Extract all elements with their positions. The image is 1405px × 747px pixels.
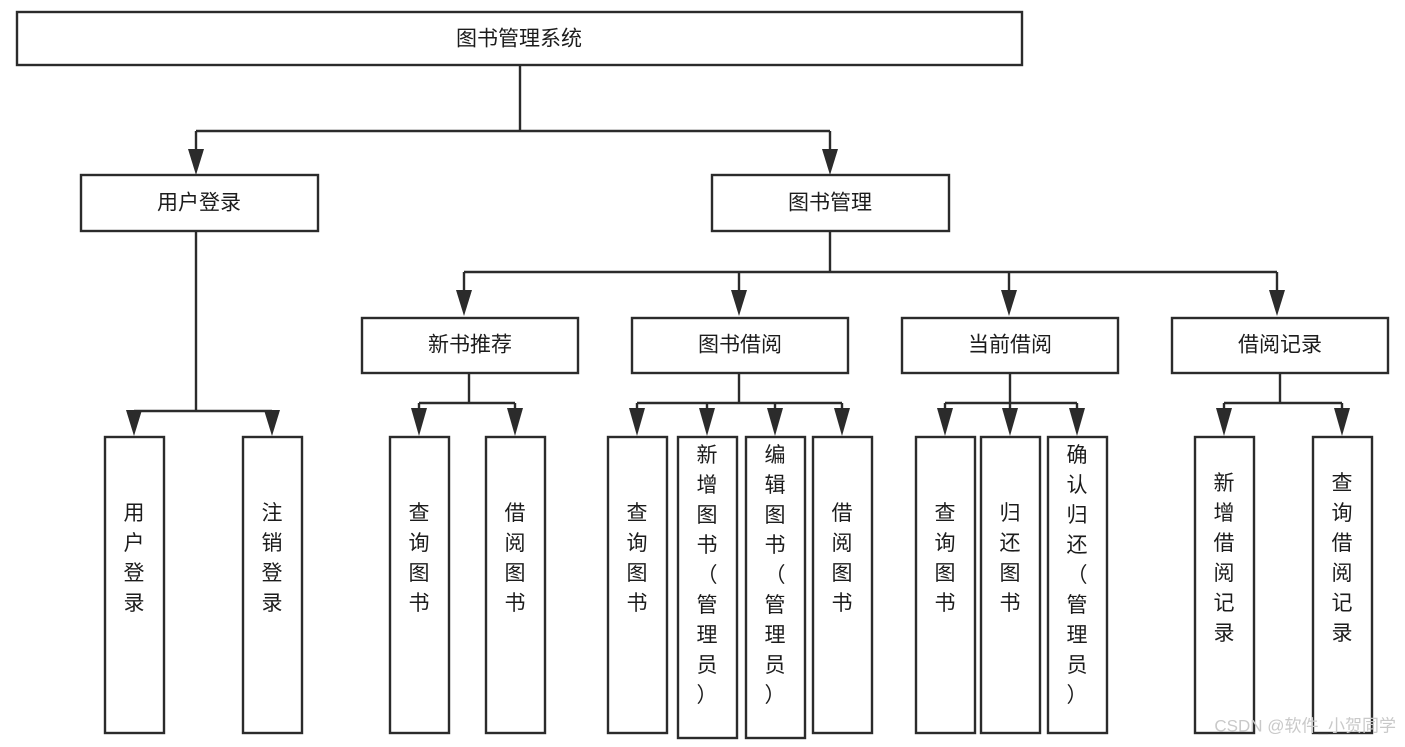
- arrow-to-leaf-query-book-1: [411, 408, 427, 436]
- arrow-to-leaf-query-book-2: [629, 408, 645, 436]
- node-leaf-query-book-3-label: 查询图书: [935, 502, 956, 615]
- arrow-to-new-book-recommend: [456, 290, 472, 316]
- node-leaf-user-logout-label: 注销登录: [262, 502, 283, 615]
- node-book-borrow[interactable]: 图书借阅: [630, 316, 850, 375]
- node-new-book-recommend[interactable]: 新书推荐: [360, 316, 580, 375]
- arrow-to-leaf-borrow-book-1: [507, 408, 523, 436]
- node-leaf-user-logout[interactable]: 注销登录: [241, 435, 304, 735]
- node-leaf-borrow-book-1[interactable]: 借阅图书: [484, 435, 547, 735]
- node-leaf-user-login-label: 用户登录: [124, 502, 145, 615]
- node-leaf-return-book[interactable]: 归还图书: [979, 435, 1042, 735]
- node-book-management[interactable]: 图书管理: [710, 173, 951, 233]
- node-leaf-query-book-2[interactable]: 查询图书: [606, 435, 669, 735]
- node-book-borrow-label: 图书借阅: [698, 334, 782, 357]
- node-book-borrow-box[interactable]: [630, 316, 850, 375]
- node-book-management-label: 图书管理: [788, 192, 872, 215]
- arrow-to-book-management: [822, 149, 838, 175]
- node-leaf-query-book-1-label: 查询图书: [409, 502, 430, 615]
- node-borrow-record[interactable]: 借阅记录: [1170, 316, 1390, 375]
- node-leaf-return-book-box[interactable]: [979, 435, 1042, 735]
- node-leaf-return-book-label: 归还图书: [1000, 502, 1021, 615]
- node-leaf-query-record[interactable]: 查询借阅记录: [1311, 435, 1374, 735]
- node-leaf-add-book[interactable]: 新增图书（管理员）: [676, 435, 739, 740]
- node-user-login[interactable]: 用户登录: [79, 173, 320, 233]
- node-leaf-query-book-3[interactable]: 查询图书: [914, 435, 977, 735]
- node-book-management-box[interactable]: [710, 173, 951, 233]
- arrow-to-leaf-confirm-return: [1069, 408, 1085, 436]
- node-leaf-user-login-box[interactable]: [103, 435, 166, 735]
- node-leaf-borrow-book-2-box[interactable]: [811, 435, 874, 735]
- connector-layer: [126, 65, 1350, 436]
- arrow-to-book-borrow: [731, 290, 747, 316]
- node-leaf-edit-book-box[interactable]: [744, 435, 807, 740]
- arrow-to-leaf-add-book: [699, 408, 715, 436]
- node-current-borrow-label: 当前借阅: [968, 334, 1052, 357]
- node-leaf-add-book-label: 新增图书（管理员）: [697, 444, 718, 707]
- arrow-to-leaf-return-book: [1002, 408, 1018, 436]
- arrow-to-leaf-query-book-3: [937, 408, 953, 436]
- node-current-borrow-box[interactable]: [900, 316, 1120, 375]
- node-root[interactable]: 图书管理系统: [15, 10, 1024, 67]
- node-leaf-query-book-1[interactable]: 查询图书: [388, 435, 451, 735]
- node-leaf-borrow-book-1-label: 借阅图书: [505, 502, 526, 615]
- node-user-login-box[interactable]: [79, 173, 320, 233]
- arrow-to-leaf-add-record: [1216, 408, 1232, 436]
- arrow-to-borrow-record: [1269, 290, 1285, 316]
- node-leaf-add-record-box[interactable]: [1193, 435, 1256, 735]
- arrow-to-current-borrow: [1001, 290, 1017, 316]
- node-leaf-user-login[interactable]: 用户登录: [103, 435, 166, 735]
- arrow-to-leaf-user-logout: [264, 410, 280, 436]
- arrow-to-user-login: [188, 149, 204, 175]
- node-leaf-edit-book-label: 编辑图书（管理员）: [765, 444, 786, 707]
- node-leaf-query-book-1-box[interactable]: [388, 435, 451, 735]
- node-new-book-recommend-box[interactable]: [360, 316, 580, 375]
- node-user-login-label: 用户登录: [157, 192, 241, 215]
- arrow-to-leaf-user-login: [126, 410, 142, 436]
- node-leaf-query-book-3-box[interactable]: [914, 435, 977, 735]
- node-borrow-record-label: 借阅记录: [1238, 334, 1322, 357]
- node-leaf-confirm-return-label: 确认归还（管理员）: [1067, 444, 1088, 707]
- node-leaf-query-record-label: 查询借阅记录: [1332, 472, 1353, 645]
- node-leaf-add-book-box[interactable]: [676, 435, 739, 740]
- node-leaf-borrow-book-1-box[interactable]: [484, 435, 547, 735]
- node-leaf-confirm-return[interactable]: 确认归还（管理员）: [1046, 435, 1109, 735]
- node-borrow-record-box[interactable]: [1170, 316, 1390, 375]
- node-leaf-query-record-box[interactable]: [1311, 435, 1374, 735]
- node-leaf-user-logout-box[interactable]: [241, 435, 304, 735]
- node-leaf-add-record-label: 新增借阅记录: [1214, 472, 1235, 645]
- node-leaf-add-record[interactable]: 新增借阅记录: [1193, 435, 1256, 735]
- node-root-box[interactable]: [15, 10, 1024, 67]
- node-root-label: 图书管理系统: [456, 28, 582, 51]
- node-leaf-query-book-2-box[interactable]: [606, 435, 669, 735]
- node-new-book-recommend-label: 新书推荐: [428, 334, 512, 357]
- node-leaf-query-book-2-label: 查询图书: [627, 502, 648, 615]
- arrow-to-leaf-edit-book: [767, 408, 783, 436]
- node-leaf-confirm-return-box[interactable]: [1046, 435, 1109, 735]
- node-leaf-borrow-book-2[interactable]: 借阅图书: [811, 435, 874, 735]
- node-leaf-edit-book[interactable]: 编辑图书（管理员）: [744, 435, 807, 740]
- csdn-watermark: CSDN @软件_小贺同学: [1214, 716, 1396, 735]
- node-leaf-borrow-book-2-label: 借阅图书: [832, 502, 853, 615]
- arrow-to-leaf-query-record: [1334, 408, 1350, 436]
- arrow-to-leaf-borrow-book-2: [834, 408, 850, 436]
- node-current-borrow[interactable]: 当前借阅: [900, 316, 1120, 375]
